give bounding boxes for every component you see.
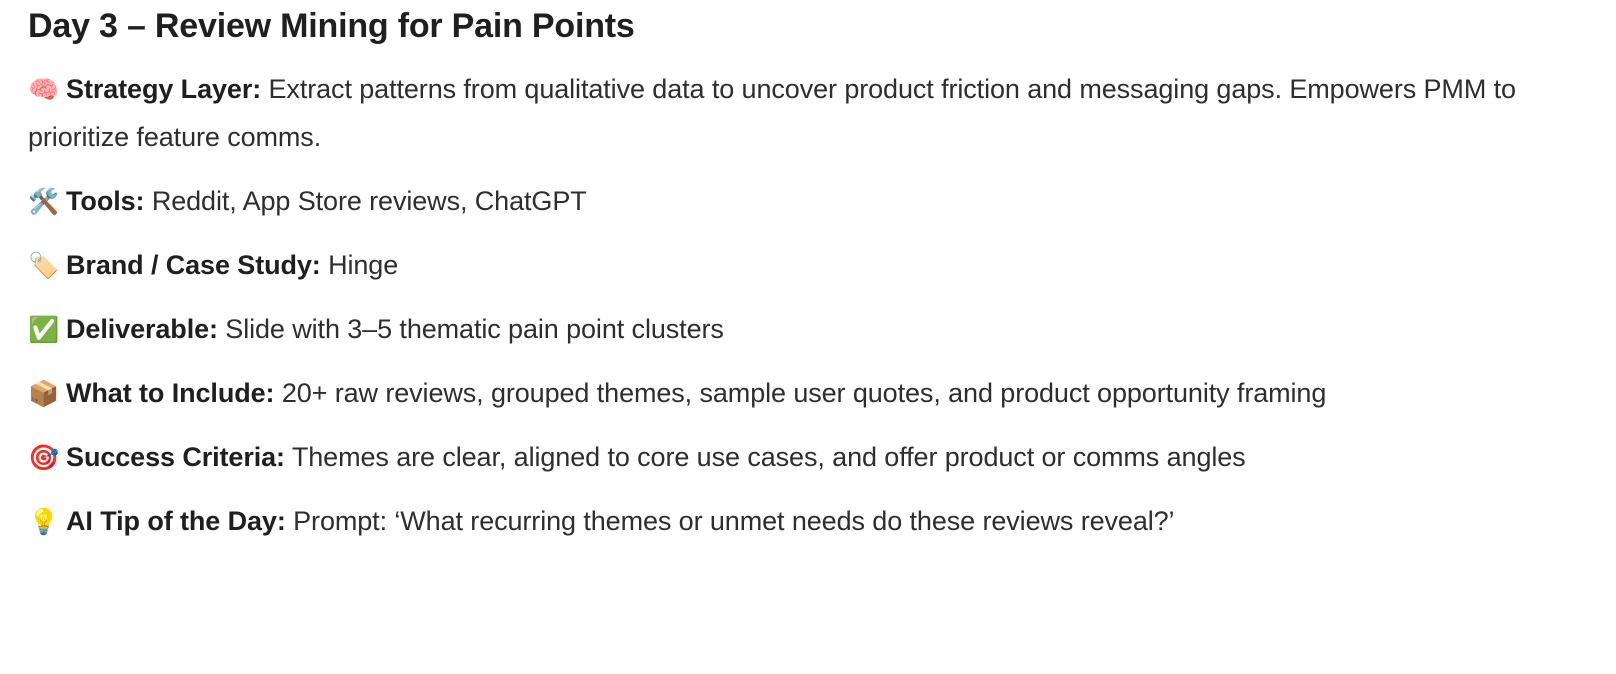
block-text-brand-case-study: Hinge (320, 250, 399, 280)
content-block-success-criteria: 🎯Success Criteria: Themes are clear, ali… (28, 433, 1606, 481)
page-title: Day 3 – Review Mining for Pain Points (28, 7, 635, 45)
block-label-success-criteria: Success Criteria: (66, 442, 285, 472)
bullseye-dart-emoji: 🎯 (28, 443, 60, 472)
content-block-ai-tip-of-the-day: 💡AI Tip of the Day: Prompt: ‘What recurr… (28, 497, 1606, 545)
package-emoji: 📦 (28, 379, 60, 408)
block-text-success-criteria: Themes are clear, aligned to core use ca… (284, 442, 1246, 472)
light-bulb-emoji: 💡 (28, 507, 60, 536)
content-block-brand-case-study: 🏷️Brand / Case Study: Hinge (28, 241, 1606, 289)
content-block-what-to-include: 📦What to Include: 20+ raw reviews, group… (28, 369, 1606, 417)
label-tag-emoji: 🏷️ (28, 251, 60, 280)
content-block-strategy-layer: 🧠Strategy Layer: Extract patterns from q… (28, 65, 1606, 161)
block-text-tools: Reddit, App Store reviews, ChatGPT (144, 186, 587, 216)
hammer-and-wrench-emoji: 🛠️ (28, 187, 60, 216)
content-block-tools: 🛠️Tools: Reddit, App Store reviews, Chat… (28, 177, 1606, 225)
content-block-list: 🧠Strategy Layer: Extract patterns from q… (28, 65, 1606, 545)
block-label-brand-case-study: Brand / Case Study: (66, 250, 321, 280)
block-text-deliverable: Slide with 3–5 thematic pain point clust… (217, 314, 724, 344)
block-label-deliverable: Deliverable: (66, 314, 218, 344)
block-label-strategy-layer: Strategy Layer: (66, 74, 262, 104)
block-label-tools: Tools: (66, 186, 145, 216)
block-text-ai-tip-of-the-day: Prompt: ‘What recurring themes or unmet … (285, 506, 1175, 536)
block-text-strategy-layer: Extract patterns from qualitative data t… (28, 74, 1516, 152)
block-label-ai-tip-of-the-day: AI Tip of the Day: (66, 506, 286, 536)
block-text-what-to-include: 20+ raw reviews, grouped themes, sample … (274, 378, 1327, 408)
content-block-deliverable: ✅Deliverable: Slide with 3–5 thematic pa… (28, 305, 1606, 353)
block-label-what-to-include: What to Include: (66, 378, 275, 408)
brain-emoji: 🧠 (28, 75, 60, 104)
check-mark-button-emoji: ✅ (28, 315, 60, 344)
